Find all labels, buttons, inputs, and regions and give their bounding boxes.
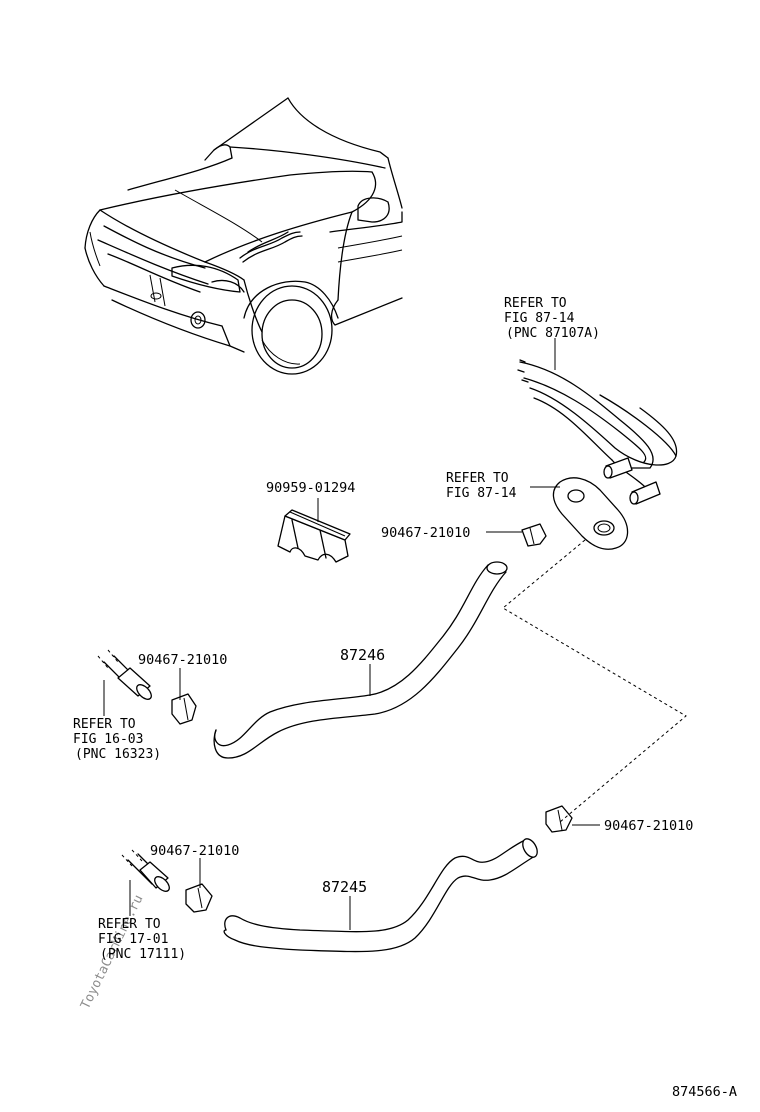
heater-pipe-assembly (517, 359, 678, 505)
svg-text:FIG 17-01: FIG 17-01 (98, 932, 168, 947)
label-hose-87246: 87246 (340, 646, 385, 664)
connection-dashed-line (502, 539, 687, 823)
label-ref-17111: REFER TO FIG 17-01 (PNC 17111) (98, 917, 186, 962)
label-ref-16323: REFER TO FIG 16-03 (PNC 16323) (73, 717, 161, 762)
svg-text:(PNC 87107A): (PNC 87107A) (506, 326, 600, 341)
pipe-stub-lower (121, 849, 170, 892)
hose-clip-part (277, 509, 351, 563)
hose-87245 (223, 838, 538, 953)
clamp-left-part (171, 693, 197, 725)
clamp-bottom-part (185, 883, 213, 913)
vehicle-front-illustration (84, 97, 403, 375)
svg-text:(PNC 17111): (PNC 17111) (100, 947, 186, 962)
figure-code: 874566-A (672, 1084, 737, 1100)
label-clamp-bottom: 90467-21010 (150, 843, 239, 859)
label-clip: 90959-01294 (266, 480, 355, 496)
label-hose-87245: 87245 (322, 878, 367, 896)
clamp-top-part (521, 523, 547, 547)
hose-87246 (213, 561, 508, 759)
pipe-stub-upper (97, 649, 152, 700)
label-clamp-right: 90467-21010 (604, 818, 693, 834)
label-clamp-left: 90467-21010 (138, 652, 227, 668)
svg-text:REFER TO: REFER TO (504, 296, 567, 311)
svg-text:FIG 87-14: FIG 87-14 (504, 311, 575, 326)
svg-text:(PNC 16323): (PNC 16323) (75, 747, 161, 762)
clamp-right-part (545, 805, 573, 833)
label-clamp-top: 90467-21010 (381, 525, 470, 541)
grommet-plate (552, 477, 629, 550)
svg-text:FIG 87-14: FIG 87-14 (446, 486, 517, 501)
label-ref-8714: REFER TO FIG 87-14 (446, 471, 517, 501)
svg-text:FIG 16-03: FIG 16-03 (73, 732, 143, 747)
svg-text:REFER TO: REFER TO (73, 717, 136, 732)
svg-text:REFER TO: REFER TO (98, 917, 161, 932)
svg-text:REFER TO: REFER TO (446, 471, 509, 486)
label-ref-87107a: REFER TO FIG 87-14 (PNC 87107A) (504, 296, 600, 341)
